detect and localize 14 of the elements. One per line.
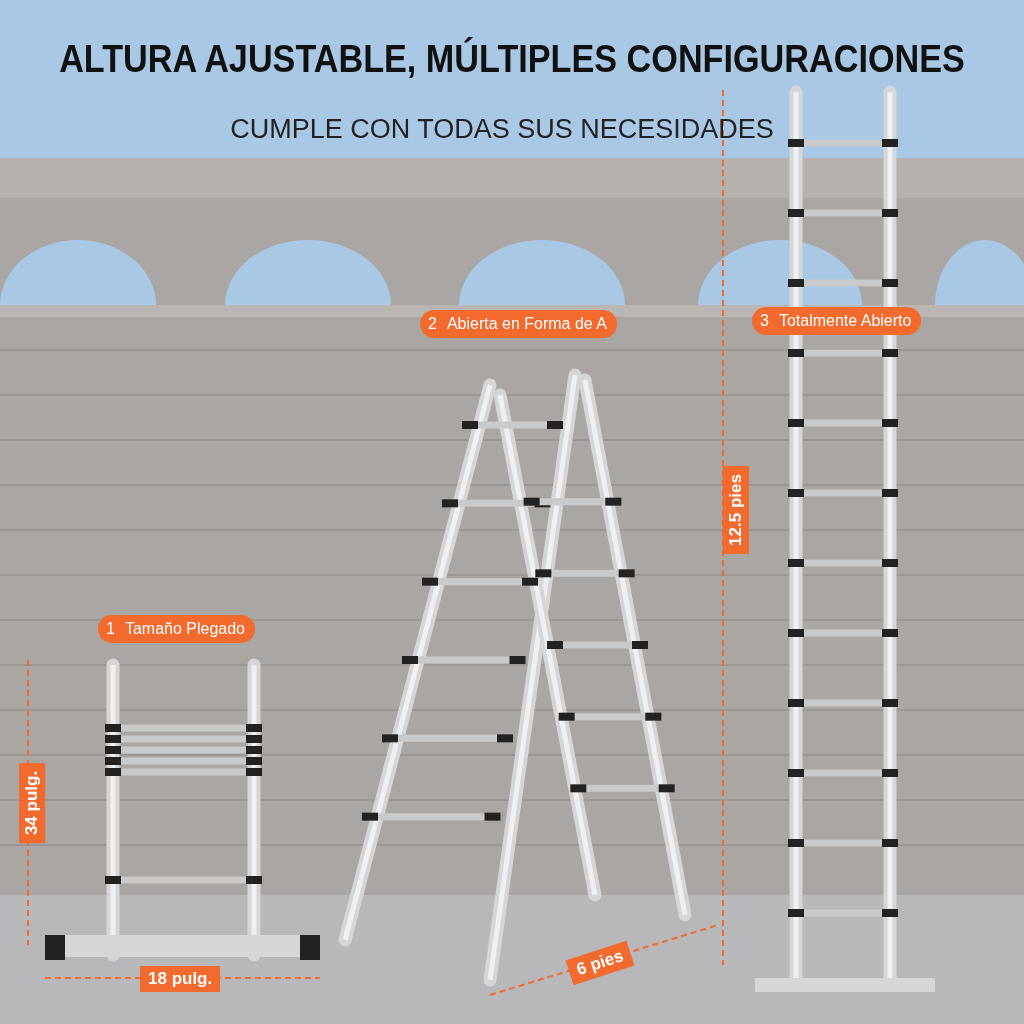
dimension-label: 18 pulg. xyxy=(140,966,221,992)
callout-number: 2 xyxy=(428,315,437,333)
callout-number: 3 xyxy=(760,312,769,330)
dimension-label: 34 pulg. xyxy=(19,762,46,844)
callout-label: Totalmente Abierto xyxy=(778,312,912,330)
dimension-label: 12.5 pies xyxy=(722,466,749,554)
callout-label: Abierta en Forma de A xyxy=(446,315,607,333)
callout-label: Tamaño Plegado xyxy=(124,620,245,638)
callout-pill xyxy=(98,615,255,643)
callout-pill xyxy=(752,307,922,335)
callout-number: 1 xyxy=(106,620,115,638)
title: ALTURA AJUSTABLE, MÚLTIPLES CONFIGURACIONES xyxy=(58,38,966,81)
subtitle: CUMPLE CON TODAS SUS NECESIDADES xyxy=(229,114,775,145)
callout-pill xyxy=(420,310,617,338)
